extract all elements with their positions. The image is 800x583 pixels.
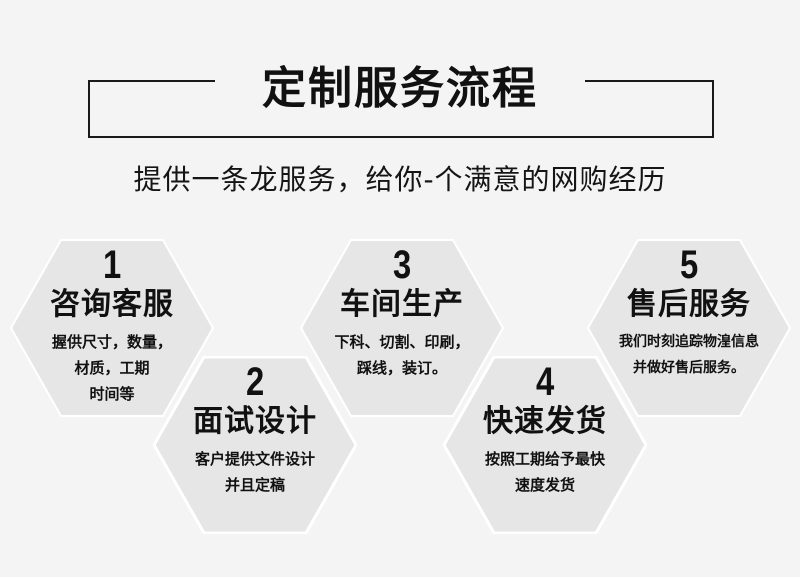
step-title: 售后服务 bbox=[627, 287, 751, 322]
step-title: 车间生产 bbox=[340, 287, 464, 322]
hexagon-shape-icon bbox=[300, 239, 504, 417]
step-description: 客户提供文件设计 并且定稿 bbox=[194, 450, 315, 494]
hexagon-shape-icon bbox=[443, 356, 647, 534]
step-description: 握供尺寸，数量， 材质，工期 时间等 bbox=[51, 333, 172, 403]
step-3-hexagon: 3 车间生产 下科、切割、印刷， 踩线，装订。 bbox=[300, 239, 504, 417]
step-description: 我们时刻追踪物湟信息 并做好售后服务。 bbox=[619, 334, 759, 376]
hexagon-shape-icon bbox=[587, 239, 791, 417]
step-number: 2 bbox=[245, 360, 265, 404]
step-4-hexagon: 4 快速发货 按照工期给予最快 速度发货 bbox=[443, 356, 647, 534]
step-number: 3 bbox=[392, 243, 412, 287]
hexagon-shape-icon bbox=[10, 239, 214, 417]
title-frame-gap bbox=[215, 70, 585, 90]
step-1-hexagon: 1 咨询客服 握供尺寸，数量， 材质，工期 时间等 bbox=[10, 239, 214, 417]
step-number: 4 bbox=[535, 360, 555, 404]
bottom-strip bbox=[0, 577, 800, 583]
page-subtitle: 提供一条龙服务，给你-个满意的网购经历 bbox=[133, 163, 667, 196]
hexagon-shape-icon bbox=[153, 356, 357, 534]
step-2-hexagon: 2 面试设计 客户提供文件设计 并且定稿 bbox=[153, 356, 357, 534]
step-description: 按照工期给予最快 速度发货 bbox=[484, 450, 605, 494]
step-5-hexagon: 5 售后服务 我们时刻追踪物湟信息 并做好售后服务。 bbox=[587, 239, 791, 417]
page-title: 定制服务流程 bbox=[262, 63, 538, 114]
step-number: 5 bbox=[679, 243, 699, 287]
step-number: 1 bbox=[102, 243, 122, 287]
step-title: 咨询客服 bbox=[50, 287, 174, 322]
step-title: 面试设计 bbox=[193, 404, 317, 439]
step-title: 快速发货 bbox=[483, 404, 607, 439]
step-description: 下科、切割、印刷， 踩线，装订。 bbox=[334, 333, 470, 377]
